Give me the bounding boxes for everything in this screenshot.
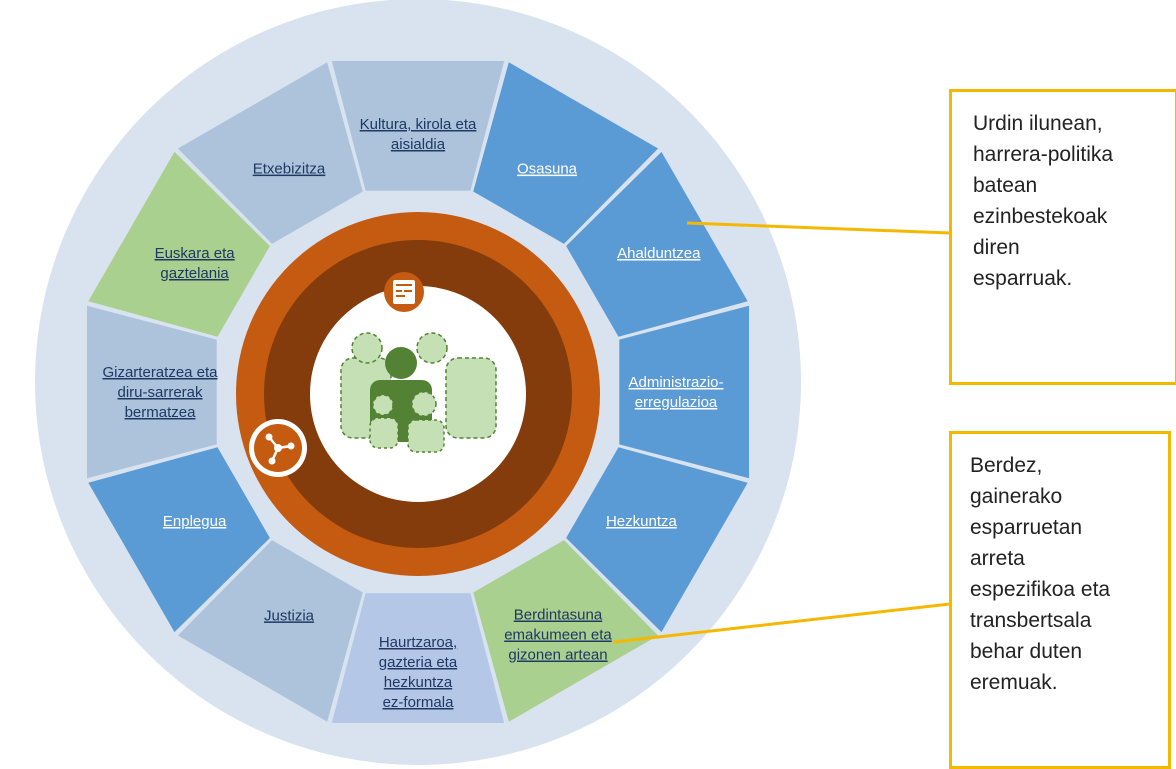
segment-label-9: Gizarteratzea eta diru-sarrerak bermatzea xyxy=(102,364,218,421)
segment-label-line: Justizia xyxy=(264,607,315,624)
segment-label-6: Haurtzaroa, gazteria eta hezkuntza ez-forma… xyxy=(379,634,458,711)
segment-label-line: erregulazioa xyxy=(635,394,718,411)
segment-1 xyxy=(473,62,659,244)
segment-label-line: Berdintasuna xyxy=(514,607,603,624)
segment-label-line: Ahalduntzea xyxy=(617,245,701,262)
segment-label-line: Administrazio- xyxy=(628,374,723,391)
segment-label-line: Enplegua xyxy=(163,513,227,530)
segment-label-3: Administrazio-erregulazioa xyxy=(628,374,723,411)
segment-label-line: Euskara eta xyxy=(155,245,236,262)
tools-icon xyxy=(384,272,424,312)
segment-label-line: Kultura, kirola eta xyxy=(360,116,477,133)
segment-label-line: Etxebizitza xyxy=(253,161,326,178)
segment-8 xyxy=(88,447,270,633)
segment-11 xyxy=(177,62,363,244)
segment-label-2: Ahalduntzea xyxy=(617,245,701,262)
segment-label-0: Kultura, kirola eta aisialdia xyxy=(360,116,477,153)
callout-box-blue: Urdin ilunean, harrera-politika batean e… xyxy=(949,89,1176,385)
segment-label-7: Justizia xyxy=(264,607,315,624)
segment-label-line: ez-formala xyxy=(383,694,455,711)
segment-label-line: bermatzea xyxy=(125,404,197,421)
segment-label-8: Enplegua xyxy=(163,513,227,530)
segment-label-line: emakumeen eta xyxy=(504,627,612,644)
segment-label-line: Osasuna xyxy=(517,161,578,178)
segment-label-line: gizonen artean xyxy=(508,647,607,664)
family-icon xyxy=(340,332,497,453)
segment-label-line: Hezkuntza xyxy=(606,513,678,530)
segment-label-line: Gizarteratzea eta xyxy=(102,364,218,381)
segment-label-line: hezkuntza xyxy=(384,674,453,691)
network-icon xyxy=(249,419,307,477)
segment-label-10: Euskara eta gaztelania xyxy=(155,245,236,282)
segment-9 xyxy=(87,305,217,479)
callout-connector-green xyxy=(613,602,951,644)
callout-connector-blue xyxy=(686,221,951,235)
segments-group: Kultura, kirola eta aisialdiaOsasunaAhald… xyxy=(87,61,749,723)
segment-label-line: diru-sarrerak xyxy=(117,384,203,401)
segment-label-5: Berdintasuna emakumeen eta gizonen artean xyxy=(504,607,612,664)
segment-5 xyxy=(473,540,659,722)
segment-0 xyxy=(331,61,505,191)
segment-7 xyxy=(177,540,363,722)
segment-label-11: Etxebizitza xyxy=(253,161,326,178)
segment-3 xyxy=(619,305,749,479)
segment-2 xyxy=(566,151,748,337)
segment-label-line: gazteria eta xyxy=(379,654,458,671)
segment-label-line: gaztelania xyxy=(160,265,229,282)
segment-label-1: Osasuna xyxy=(517,161,578,178)
callout-box-green: Berdez, gainerako esparruetan arreta esp… xyxy=(949,431,1171,769)
callout-text-blue: Urdin ilunean, harrera-politika batean e… xyxy=(973,112,1114,290)
segment-10 xyxy=(88,151,270,337)
segment-label-line: aisialdia xyxy=(391,136,446,153)
segment-4 xyxy=(566,447,748,633)
callout-text-green: Berdez, gainerako esparruetan arreta esp… xyxy=(970,454,1111,694)
segment-label-line: Haurtzaroa, xyxy=(379,634,457,651)
segment-6 xyxy=(331,593,505,723)
segment-label-4: Hezkuntza xyxy=(606,513,678,530)
